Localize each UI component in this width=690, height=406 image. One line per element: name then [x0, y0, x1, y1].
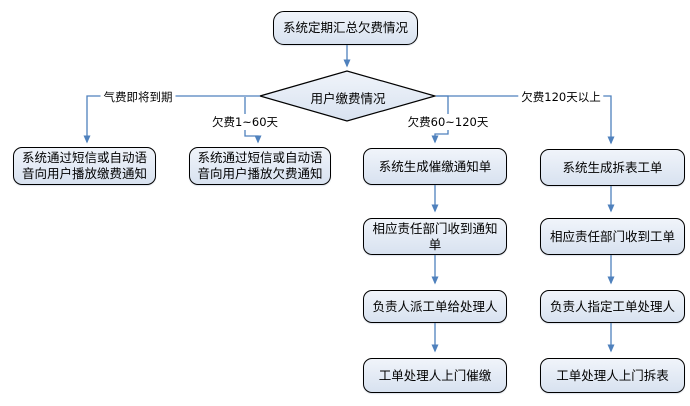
- flow-node-start: 系统定期汇总欠费情况: [273, 11, 418, 45]
- connector-branch-over-120: [436, 95, 615, 145]
- condition-label-due-soon: 气费即将到期: [100, 89, 176, 105]
- flow-node-generate-meter-removal-order: 系统生成拆表工单: [540, 149, 685, 186]
- flow-node-assign-work-order: 负责人派工单给处理人: [363, 290, 507, 323]
- flow-node-dept-receive-notice: 相应责任部门收到通知单: [363, 218, 507, 255]
- condition-label-over-120-days: 欠费120天以上: [518, 89, 604, 105]
- connector-branch-due-soon: [83, 95, 260, 144]
- flow-node-sms-payment-notice: 系统通过短信或自动语音向用户播放缴费通知: [13, 147, 156, 185]
- flow-node-dept-receive-order: 相应责任部门收到工单: [540, 218, 685, 255]
- flow-node-sms-arrears-notice: 系统通过短信或自动语音向用户播放欠费通知: [189, 147, 331, 185]
- flow-node-door-collection: 工单处理人上门催缴: [363, 358, 507, 393]
- flow-node-designate-handler: 负责人指定工单处理人: [540, 290, 685, 323]
- condition-label-1-60-days: 欠费1~60天: [208, 114, 282, 130]
- decision-diamond-shape: [257, 70, 438, 122]
- flow-node-generate-collection-notice: 系统生成催缴通知单: [363, 148, 507, 185]
- flow-node-door-meter-removal: 工单处理人上门拆表: [540, 358, 685, 393]
- condition-label-60-120-days: 欠费60~120天: [404, 114, 492, 130]
